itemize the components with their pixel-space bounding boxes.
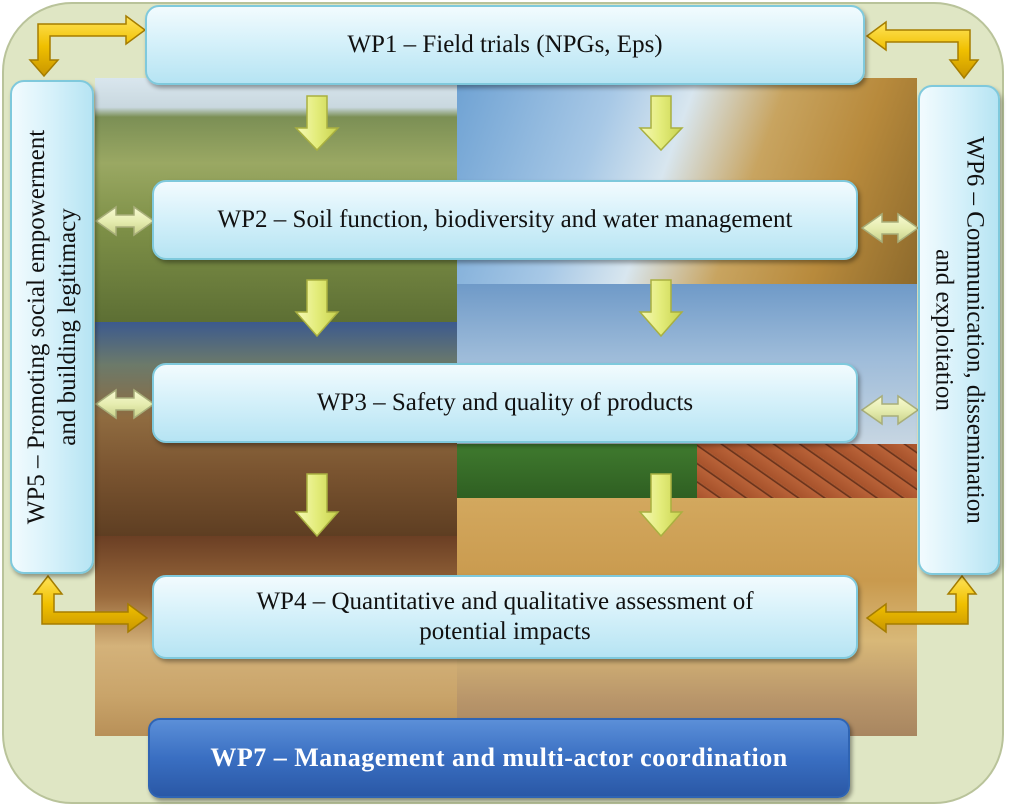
wp1-label: WP1 – Field trials (NPGs, Eps)	[347, 31, 663, 58]
double-arrow-icon	[860, 212, 920, 244]
double-arrow-icon	[94, 388, 156, 420]
down-arrow-icon	[638, 473, 684, 538]
wp5-label: WP5 – Promoting social empowerment and b…	[21, 87, 84, 567]
wp6-label-line2: and exploitation	[930, 249, 957, 411]
elbow-arrow-icon	[28, 14, 147, 78]
wp7-box: WP7 – Management and multi-actor coordin…	[148, 718, 850, 798]
photo-cracked-soil	[697, 444, 917, 498]
wp3-box: WP3 – Safety and quality of products	[152, 363, 858, 443]
wp5-label-line1: WP5 – Promoting social empowerment	[22, 129, 50, 525]
down-arrow-icon	[638, 279, 684, 338]
double-arrow-icon	[94, 205, 156, 237]
wp7-label: WP7 – Management and multi-actor coordin…	[210, 743, 788, 772]
elbow-arrow-icon	[865, 20, 980, 80]
wp5-label-line2: and building legitimacy	[54, 208, 81, 446]
down-arrow-icon	[294, 473, 340, 538]
down-arrow-icon	[294, 95, 340, 152]
elbow-arrow-icon	[865, 574, 978, 634]
wp3-label: WP3 – Safety and quality of products	[316, 389, 694, 416]
wp1-box: WP1 – Field trials (NPGs, Eps)	[145, 5, 865, 85]
elbow-arrow-icon	[32, 574, 149, 634]
wp2-label: WP2 – Soil function, biodiversity and wa…	[217, 206, 793, 233]
wp6-label: WP6 – Communication, dissemination and e…	[928, 90, 991, 570]
double-arrow-icon	[860, 394, 920, 426]
wp2-box: WP2 – Soil function, biodiversity and wa…	[152, 180, 858, 260]
down-arrow-icon	[638, 95, 684, 152]
wp6-label-line1: WP6 – Communication, dissemination	[961, 136, 989, 524]
wp4-label-line2: potential impacts	[419, 618, 591, 645]
wp4-label-line1: WP4 – Quantitative and qualitative asses…	[256, 588, 754, 615]
wp6-box: WP6 – Communication, dissemination and e…	[918, 85, 1000, 575]
wp5-box: WP5 – Promoting social empowerment and b…	[10, 80, 94, 574]
wp4-box: WP4 – Quantitative and qualitative asses…	[152, 575, 858, 659]
down-arrow-icon	[294, 279, 340, 338]
